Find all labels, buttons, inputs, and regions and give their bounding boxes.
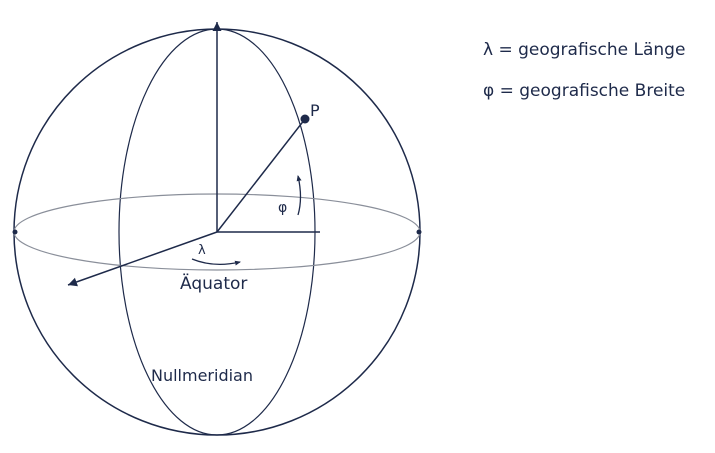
radius-line-to-p	[216, 118, 306, 233]
phi-angle-label: φ	[278, 200, 287, 216]
point-p	[300, 114, 310, 124]
equator-label: Äquator	[180, 273, 247, 294]
phi-arc-arrow	[296, 175, 302, 216]
legend-phi: φ = geografische Breite	[483, 81, 686, 101]
equator-right-endpoint	[416, 229, 422, 235]
point-p-label: P	[310, 101, 320, 120]
legend-lambda: λ = geografische Länge	[483, 40, 686, 60]
lambda-angle-label: λ	[198, 243, 206, 258]
prime-meridian-label: Nullmeridian	[151, 366, 253, 385]
lambda-arc-arrow	[191, 258, 241, 266]
equator-left-endpoint	[12, 229, 18, 235]
lambda-axis-arrow	[67, 231, 218, 287]
